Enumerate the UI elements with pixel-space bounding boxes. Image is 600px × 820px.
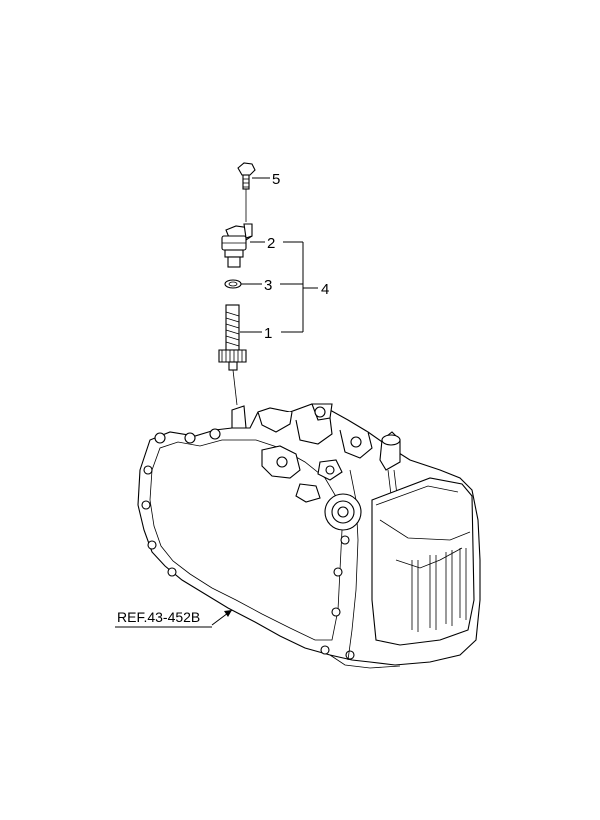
speed-sensor-part — [221, 223, 253, 268]
driven-gear-part — [218, 304, 247, 371]
callout-5: 5 — [272, 171, 280, 188]
reference-label: REF.43-452B — [117, 609, 200, 625]
callout-4: 4 — [321, 281, 329, 298]
o-ring-inner — [228, 281, 238, 287]
transaxle-housing — [137, 403, 481, 669]
callout-2: 2 — [267, 235, 275, 252]
callout-3: 3 — [264, 277, 272, 294]
ref-arrowhead — [224, 610, 232, 617]
callout-1: 1 — [264, 325, 272, 342]
assembly-bracket — [280, 241, 318, 333]
bolt-part — [237, 162, 256, 190]
o-ring-part — [224, 279, 242, 289]
gear-axis-line — [232, 369, 238, 406]
